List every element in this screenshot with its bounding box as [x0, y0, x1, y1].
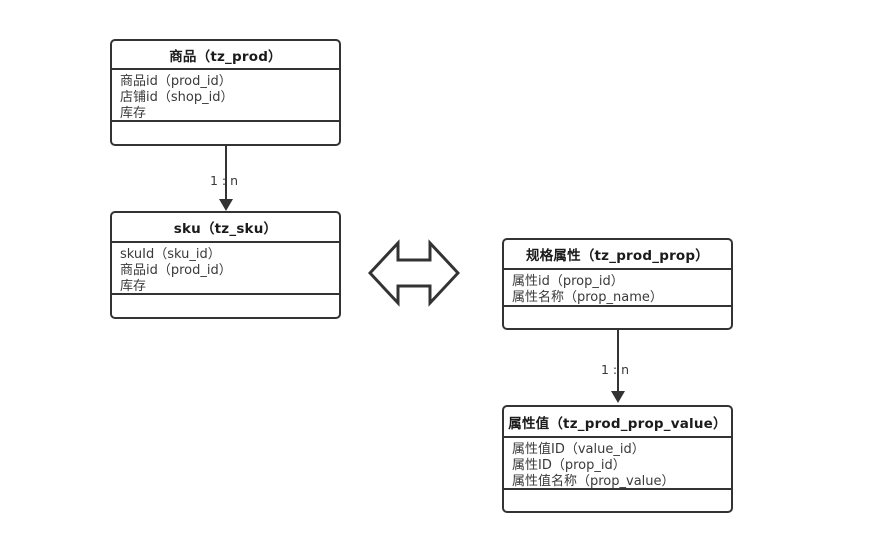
attribute-row: 店铺id（shop_id）	[120, 90, 234, 105]
relation-label-prod-to-sku: 1 : n	[210, 173, 239, 188]
attribute-row: 商品id（prod_id）	[120, 263, 232, 278]
entity-tz-prod[interactable]: 商品（tz_prod） 商品id（prod_id） 店铺id（shop_id） …	[110, 39, 341, 146]
relation-arrowhead-icon	[219, 199, 233, 211]
relation-prod-to-sku	[219, 146, 233, 212]
attribute-row: skuId（sku_id）	[120, 247, 221, 262]
relation-line	[617, 330, 619, 392]
entity-tz-sku[interactable]: sku（tz_sku） skuId（sku_id） 商品id（prod_id） …	[110, 211, 341, 319]
entity-header-tz-prod-prop-value: 属性值（tz_prod_prop_value）	[504, 407, 731, 438]
relation-line	[225, 146, 227, 200]
attribute-row: 属性名称（prop_name）	[512, 290, 663, 305]
attribute-row: 库存	[120, 279, 147, 294]
attribute-row: 库存	[120, 106, 147, 121]
entity-header-tz-prod-prop: 规格属性（tz_prod_prop）	[504, 240, 731, 270]
entity-header-tz-prod: 商品（tz_prod）	[112, 41, 339, 70]
attribute-row: 属性id（prop_id）	[512, 274, 624, 289]
attribute-row: 属性值名称（prop_value）	[512, 474, 675, 489]
relation-prop-to-prop-value	[611, 330, 625, 406]
entity-attributes-tz-prod: 商品id（prod_id） 店铺id（shop_id） 库存	[112, 70, 339, 122]
entity-attributes-tz-prod-prop: 属性id（prop_id） 属性名称（prop_name）	[504, 270, 731, 307]
entity-attributes-tz-prod-prop-value: 属性值ID（value_id） 属性ID（prop_id） 属性值名称（prop…	[504, 438, 731, 490]
entity-tz-prod-prop[interactable]: 规格属性（tz_prod_prop） 属性id（prop_id） 属性名称（pr…	[502, 238, 733, 330]
relation-label-prop-to-prop-value: 1 : n	[601, 362, 630, 377]
entity-tz-prod-prop-value[interactable]: 属性值（tz_prod_prop_value） 属性值ID（value_id） …	[502, 405, 733, 513]
attribute-row: 属性值ID（value_id）	[512, 442, 645, 457]
attribute-row: 属性ID（prop_id）	[512, 458, 626, 473]
attribute-row: 商品id（prod_id）	[120, 74, 232, 89]
entity-attributes-tz-sku: skuId（sku_id） 商品id（prod_id） 库存	[112, 243, 339, 295]
relation-arrowhead-icon	[611, 391, 625, 403]
entity-header-tz-sku: sku（tz_sku）	[112, 213, 339, 243]
double-headed-arrow-icon	[367, 238, 461, 308]
